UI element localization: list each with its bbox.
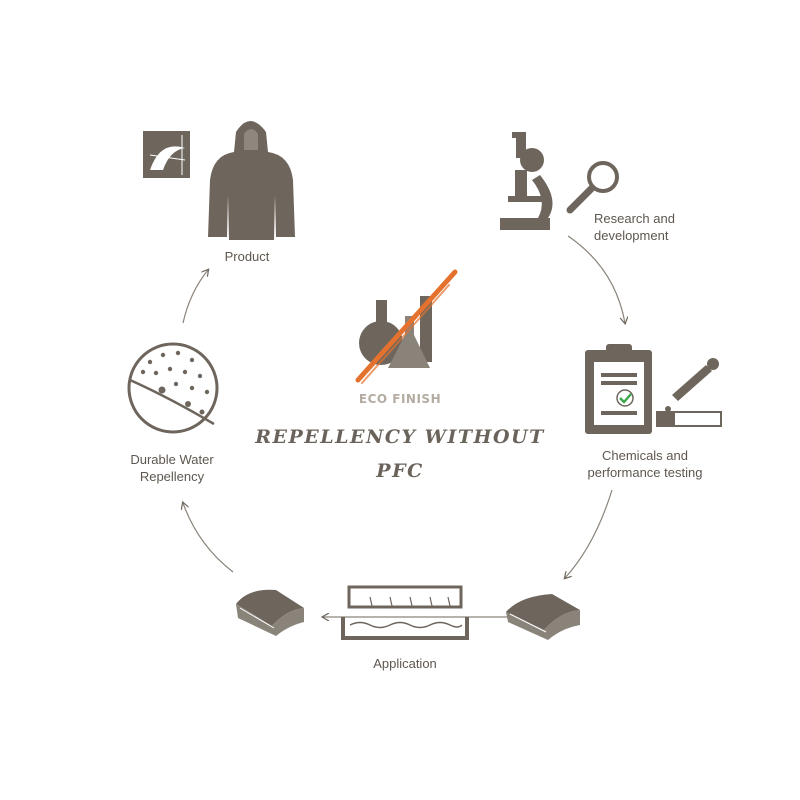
step-product-line-1: Product: [224, 249, 270, 264]
arrow-chemicals-to-application: [565, 489, 613, 578]
step-product-label: Product: [212, 248, 282, 265]
step-dwr-line-2: Repellency: [139, 469, 205, 484]
factory-crossed-icon: [355, 269, 458, 384]
jacket-icon: [208, 121, 295, 240]
step-application-label: Application: [355, 655, 455, 672]
folded-fabric-raw-icon: [506, 594, 580, 640]
arrow-application-to-dwr: [183, 503, 234, 573]
dropper-icon: [656, 358, 722, 427]
arrow-research-to-chemicals: [567, 235, 625, 323]
step-research-label: Research and development: [594, 210, 675, 244]
step-chemicals-line-1: Chemicals and: [602, 448, 688, 463]
magnifier-icon: [566, 161, 619, 214]
fabric-bath-icon: [341, 585, 469, 640]
tagline-line-1: Repellency without: [255, 426, 545, 448]
microscope-icon: [500, 132, 553, 230]
step-chemicals-line-2: performance testing: [587, 465, 703, 480]
arrow-dwr-to-product: [182, 270, 208, 324]
cycle-arrows: [182, 235, 625, 617]
step-research-line-2: development: [594, 228, 669, 243]
step-application-line-1: Application: [373, 656, 437, 671]
step-research-line-1: Research and: [594, 211, 675, 226]
folded-fabric-treated-icon: [236, 589, 304, 636]
center-block: ECO FINISH Repellency without PFC: [255, 392, 545, 488]
eco-finish-badge: ECO FINISH: [358, 392, 442, 406]
brand-logo-icon: [143, 131, 190, 178]
clipboard-icon: [585, 344, 652, 434]
step-dwr-label: Durable Water Repellency: [112, 451, 232, 485]
step-dwr-line-1: Durable Water: [130, 452, 214, 467]
tagline-line-2: PFC: [376, 460, 424, 482]
step-chemicals-label: Chemicals and performance testing: [580, 447, 710, 481]
water-droplets-icon: [127, 342, 219, 434]
